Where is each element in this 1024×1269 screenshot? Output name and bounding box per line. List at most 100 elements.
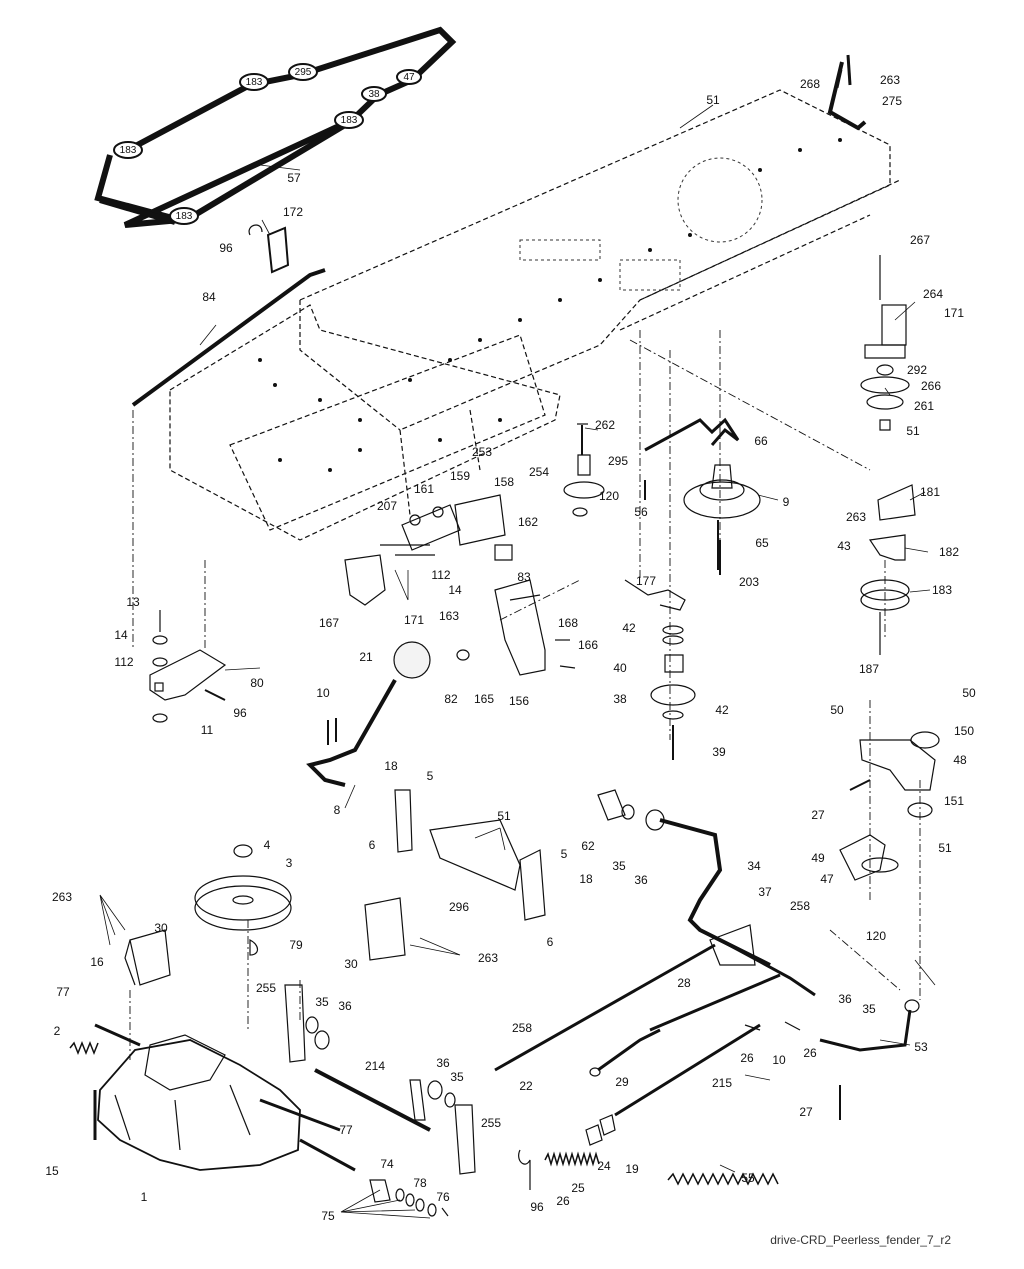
callout: 18 <box>579 872 593 886</box>
callout: 162 <box>517 515 539 529</box>
callout: 18 <box>384 759 398 773</box>
callout: 120 <box>865 929 887 943</box>
callout: 82 <box>444 692 458 706</box>
callout: 255 <box>255 981 277 995</box>
callout: 36 <box>838 992 852 1006</box>
callout: 167 <box>318 616 340 630</box>
callout: 51 <box>497 809 511 823</box>
callout: 30 <box>154 921 168 935</box>
callout: 263 <box>51 890 73 904</box>
callout: 36 <box>338 999 352 1013</box>
callout: 255 <box>480 1116 502 1130</box>
callout: 253 <box>471 445 493 459</box>
callout: 13 <box>126 595 140 609</box>
callout: 47 <box>820 872 834 886</box>
lever-knob <box>393 641 431 679</box>
callout: 120 <box>598 489 620 503</box>
callout: 74 <box>380 1157 394 1171</box>
callout: 56 <box>634 505 648 519</box>
callout: 21 <box>359 650 373 664</box>
frame-rails <box>169 89 901 541</box>
callout: 15 <box>45 1164 59 1178</box>
rod-28 <box>649 973 781 1032</box>
callout: 161 <box>413 482 435 496</box>
pulley-label: 38 <box>368 89 380 100</box>
callout: 263 <box>879 73 901 87</box>
callout: 263 <box>845 510 867 524</box>
callout: 35 <box>450 1070 464 1084</box>
callout: 183 <box>931 583 953 597</box>
callout: 10 <box>772 1053 786 1067</box>
callout: 112 <box>431 568 451 582</box>
callout: 181 <box>919 485 941 499</box>
pulley-label: 295 <box>295 67 312 78</box>
callout: 14 <box>448 583 462 597</box>
callout: 42 <box>715 703 729 717</box>
callout: 261 <box>913 399 935 413</box>
callout: 207 <box>376 499 398 513</box>
callout: 159 <box>449 469 471 483</box>
callout: 11 <box>200 723 214 737</box>
callout: 43 <box>837 539 851 553</box>
callout: 28 <box>677 976 691 990</box>
callout: 151 <box>943 794 965 808</box>
callout: 35 <box>315 995 329 1009</box>
callout: 5 <box>426 769 434 783</box>
callout: 66 <box>754 434 768 448</box>
rod-34 <box>659 818 771 967</box>
callout: 182 <box>938 545 960 559</box>
callout: 34 <box>747 859 761 873</box>
callout: 30 <box>344 957 358 971</box>
callout: 55 <box>741 1171 755 1185</box>
frame-holes <box>258 138 842 472</box>
rod-22 <box>494 943 716 1072</box>
callout: 163 <box>438 609 460 623</box>
callout: 51 <box>938 841 952 855</box>
callout: 19 <box>625 1162 639 1176</box>
callout: 268 <box>799 77 821 91</box>
callout: 171 <box>403 613 425 627</box>
callout: 168 <box>557 616 579 630</box>
callout: 158 <box>493 475 515 489</box>
callout: 150 <box>953 724 975 738</box>
callout: 96 <box>530 1200 544 1214</box>
callout: 4 <box>263 838 271 852</box>
callout: 112 <box>114 655 134 669</box>
callout: 77 <box>339 1123 353 1137</box>
callout: 42 <box>622 621 636 635</box>
callout: 49 <box>811 851 825 865</box>
callout: 9 <box>782 495 790 509</box>
callout: 96 <box>219 241 233 255</box>
callout: 6 <box>368 838 376 852</box>
callout: 83 <box>517 570 531 584</box>
drawing-caption: drive-CRD_Peerless_fender_7_r2 <box>770 1233 951 1247</box>
callout: 258 <box>511 1021 533 1035</box>
callout: 1 <box>140 1190 148 1204</box>
callout: 77 <box>56 985 70 999</box>
callout: 57 <box>287 171 301 185</box>
callout: 24 <box>597 1159 611 1173</box>
callout: 84 <box>202 290 216 304</box>
callout: 263 <box>477 951 499 965</box>
callout: 35 <box>612 859 626 873</box>
callout: 258 <box>789 899 811 913</box>
drive-belt <box>94 26 457 228</box>
callout: 296 <box>448 900 470 914</box>
callout: 203 <box>738 575 760 589</box>
callout: 36 <box>634 873 648 887</box>
callout: 50 <box>830 703 844 717</box>
callout: 26 <box>803 1046 817 1060</box>
callout: 51 <box>706 93 720 107</box>
callout: 62 <box>581 839 595 853</box>
callout: 36 <box>436 1056 450 1070</box>
callout: 75 <box>321 1209 335 1223</box>
callout: 171 <box>943 306 965 320</box>
callout: 5 <box>560 847 568 861</box>
callout: 262 <box>594 418 616 432</box>
callout: 79 <box>289 938 303 952</box>
callout: 80 <box>250 676 264 690</box>
callout: 26 <box>556 1194 570 1208</box>
callout: 172 <box>282 205 304 219</box>
